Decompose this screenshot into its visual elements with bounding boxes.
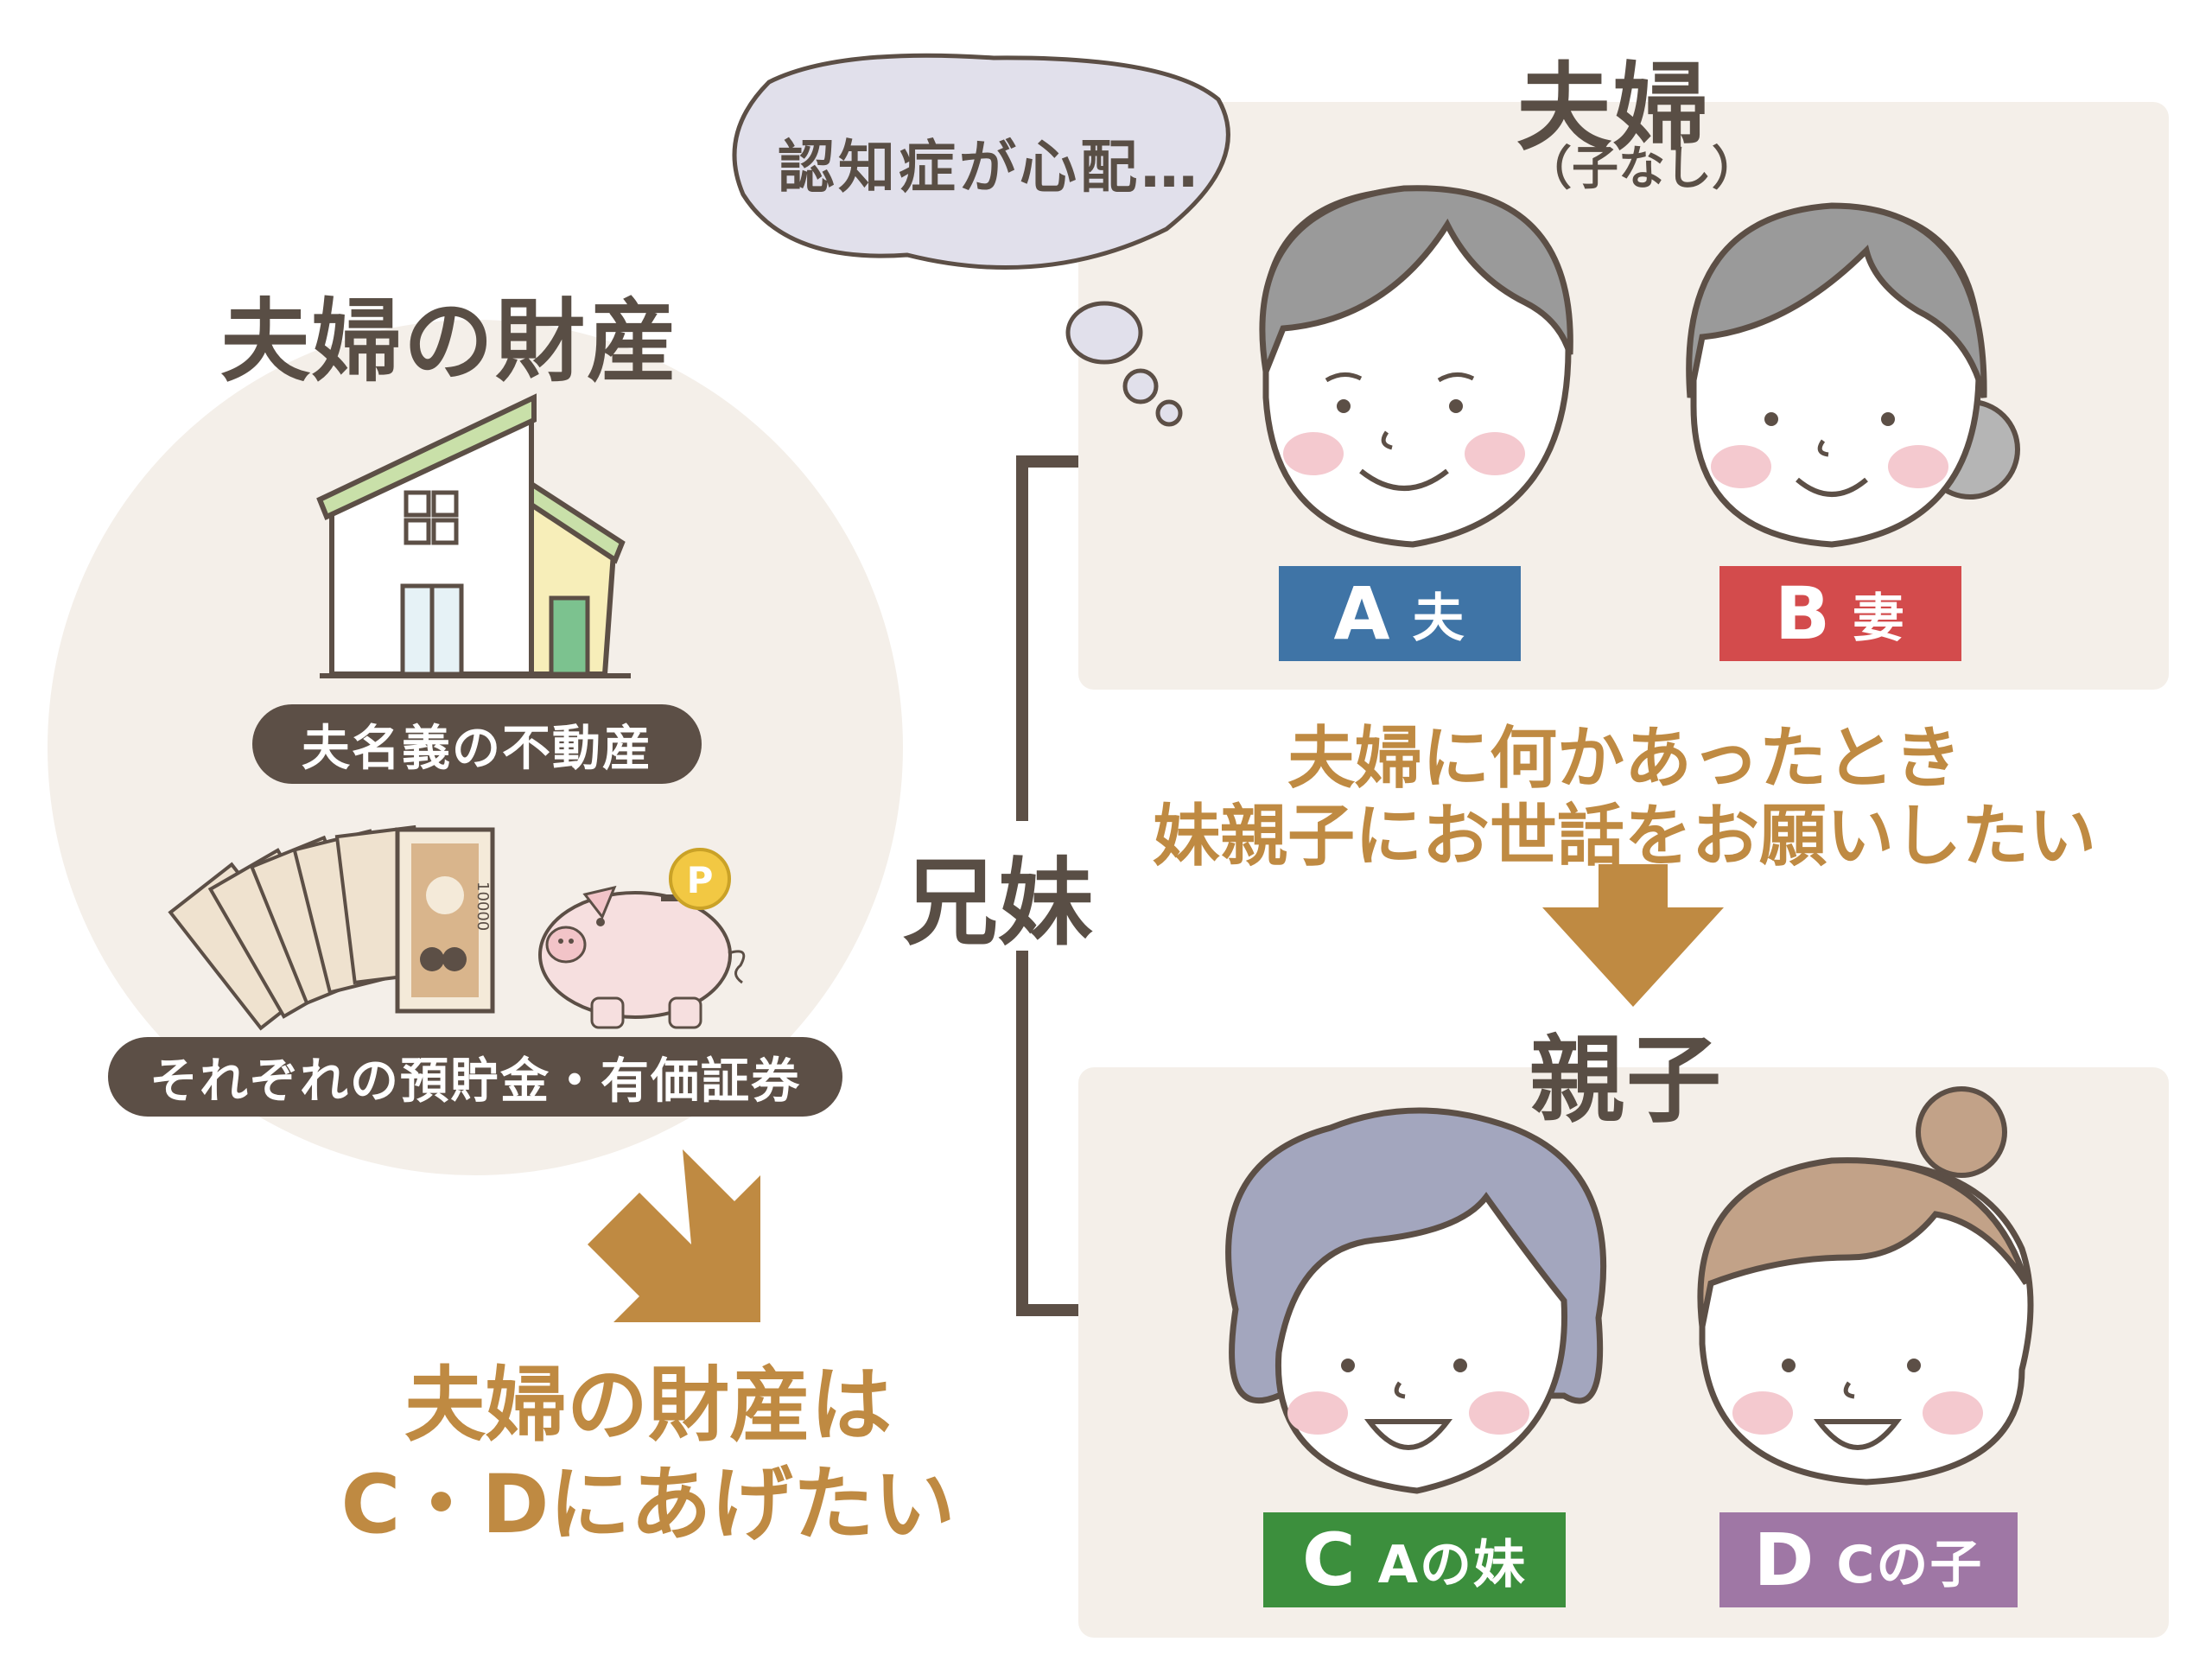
couple-subtitle: （子なし） <box>1525 141 1758 195</box>
person-d-role: Cの子 <box>1836 1534 1984 1595</box>
person-b-role: 妻 <box>1853 588 1907 649</box>
savings-label: それぞれの預貯金・有価証券 <box>108 1037 842 1117</box>
coin-symbol: P <box>687 859 714 901</box>
label-person-a: A 夫 <box>1279 566 1521 661</box>
request-line-1: 夫婦に何かあったとき <box>1287 720 1961 798</box>
house-icon <box>316 393 631 678</box>
person-c-role: Aの妹 <box>1377 1534 1528 1595</box>
person-b-illustration <box>1686 202 2020 548</box>
outcome-line-2: C・Dにあげたい <box>340 1458 956 1552</box>
piggy-bank-icon: P <box>538 848 746 1029</box>
person-a-illustration <box>1259 185 1573 548</box>
couple-title: 夫婦 <box>1516 53 1710 163</box>
banknote-value: 10000 <box>474 881 492 931</box>
couple-panel <box>1078 102 2169 690</box>
property-label: 夫名義の不動産 <box>252 704 702 784</box>
person-c-illustration <box>1225 1107 1607 1494</box>
person-a-letter: A <box>1333 571 1392 656</box>
label-person-c: C Aの妹 <box>1263 1512 1566 1607</box>
family-title: 親子 <box>1529 1025 1723 1136</box>
person-d-illustration <box>1697 1086 2034 1486</box>
thought-bubble-text: 認知症が心配… <box>778 134 1201 200</box>
banknotes-icon: 10000 <box>168 824 495 1031</box>
request-line-2: 妹親子にお世話をお願いしたい <box>1152 798 2096 875</box>
assets-title: 夫婦の財産 <box>220 289 679 394</box>
person-b-letter: B <box>1774 571 1833 656</box>
thought-bubble <box>732 53 1230 427</box>
label-person-b: B 妻 <box>1719 566 1961 661</box>
outcome-line-1: 夫婦の財産は <box>404 1359 892 1453</box>
person-a-role: 夫 <box>1412 588 1466 649</box>
diagonal-arrow <box>588 1149 760 1322</box>
sibling-label: 兄妹 <box>903 848 1093 958</box>
person-c-letter: C <box>1301 1518 1357 1602</box>
label-person-d: D Cの子 <box>1719 1512 2018 1607</box>
down-arrow <box>1542 864 1724 1007</box>
person-d-letter: D <box>1753 1518 1816 1602</box>
